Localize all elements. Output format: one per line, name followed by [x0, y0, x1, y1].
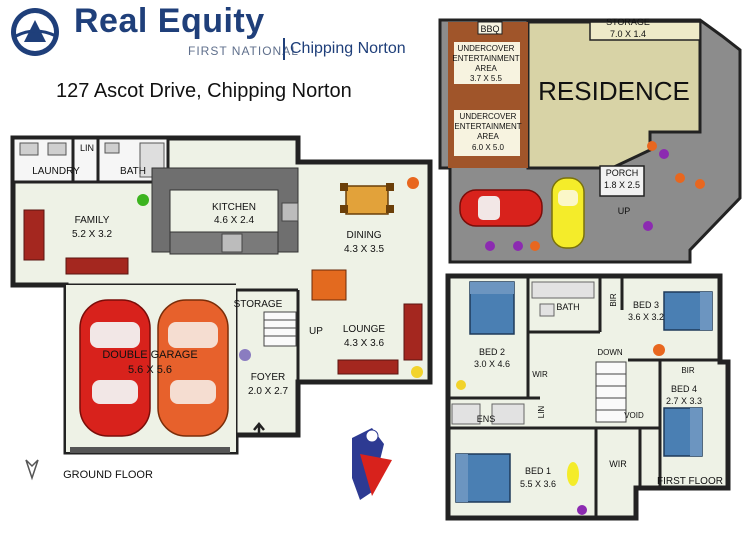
porch-dim: 1.8 X 2.5 — [604, 180, 640, 190]
residence-label: RESIDENCE — [538, 76, 690, 106]
bath-label: BATH — [120, 166, 146, 177]
bed1-label: BED 1 — [525, 466, 551, 476]
ent2-line1: UNDERCOVER — [460, 112, 517, 121]
brand-office: Chipping Norton — [290, 40, 406, 57]
laundry-label: LAUNDRY — [32, 166, 80, 177]
ent2-line3: AREA — [477, 132, 499, 141]
ff-lin-label: LIN — [537, 406, 546, 419]
lounge-dim: 4.3 X 3.6 — [344, 338, 384, 349]
ens-label: ENS — [477, 414, 496, 424]
up-label: UP — [309, 326, 323, 337]
ent2-line2: ENTERTAINMENT — [454, 122, 521, 131]
bed3-label: BED 3 — [633, 300, 659, 310]
dining-label: DINING — [347, 230, 382, 241]
brand-name: Real Equity — [74, 2, 265, 40]
ground-floor-label: GROUND FLOOR — [63, 469, 153, 481]
ff-wir2-label: WIR — [609, 459, 627, 469]
ent1-dim: 3.7 X 5.5 — [470, 74, 503, 83]
porch-label: PORCH — [606, 168, 639, 178]
site-storage-label: STORAGE — [606, 17, 650, 27]
void-label: VOID — [624, 411, 644, 420]
foyer-dim: 2.0 X 2.7 — [248, 386, 288, 397]
garage-car-orange-icon — [157, 299, 229, 437]
ff-wir1-label: WIR — [532, 370, 548, 379]
bed1-dim: 5.5 X 3.6 — [520, 479, 556, 489]
family-dim: 5.2 X 3.2 — [72, 229, 112, 240]
site-car-yellow-icon — [551, 177, 585, 249]
bed4-label: BED 4 — [671, 384, 697, 394]
kitchen-dim: 4.6 X 2.4 — [214, 215, 254, 226]
bed-3-icon — [663, 291, 713, 331]
ff-bath-label: BATH — [556, 302, 579, 312]
brand-subtitle: FIRST NATIONAL — [188, 44, 299, 58]
ground-floor-plan — [10, 135, 433, 481]
bed-1-icon — [455, 453, 511, 503]
site-car-red-icon — [459, 189, 543, 227]
ent1-line2: ENTERTAINMENT — [452, 54, 519, 63]
bed-4-icon — [663, 407, 703, 457]
stamp-logo-icon — [352, 428, 392, 500]
brand-divider — [283, 38, 285, 60]
ent1-line3: AREA — [475, 64, 497, 73]
bed4-dim: 2.7 X 3.3 — [666, 396, 702, 406]
down-label: DOWN — [597, 348, 623, 357]
ff-bir1-label: BIR — [609, 293, 618, 307]
lin-label: LIN — [80, 143, 94, 153]
bed2-dim: 3.0 X 4.6 — [474, 359, 510, 369]
foyer-label: FOYER — [251, 372, 285, 383]
garage-label: DOUBLE GARAGE — [102, 349, 197, 361]
first-floor-label: FIRST FLOOR — [657, 476, 723, 487]
family-label: FAMILY — [75, 215, 110, 226]
ent2-dim: 6.0 X 5.0 — [472, 143, 505, 152]
bed-2-icon — [469, 281, 515, 335]
dining-dim: 4.3 X 3.5 — [344, 244, 384, 255]
garage-car-red-icon — [79, 299, 151, 437]
garage-dim: 5.6 X 5.6 — [128, 364, 172, 376]
site-storage-dim: 7.0 X 1.4 — [610, 29, 646, 39]
site-plan — [438, 18, 742, 264]
bbq-label: BBQ — [480, 24, 499, 34]
property-address: 127 Ascot Drive, Chipping Norton — [56, 80, 352, 102]
ent1-line1: UNDERCOVER — [458, 44, 515, 53]
storage-label: STORAGE — [234, 299, 283, 310]
bed2-label: BED 2 — [479, 347, 505, 357]
bed3-dim: 3.6 X 3.2 — [628, 312, 664, 322]
lounge-label: LOUNGE — [343, 324, 386, 335]
brand-logo-icon — [6, 6, 64, 58]
ff-bir2-label: BIR — [681, 366, 695, 375]
first-floor-plan — [445, 273, 731, 521]
site-up-label: UP — [618, 206, 631, 216]
kitchen-label: KITCHEN — [212, 202, 256, 213]
